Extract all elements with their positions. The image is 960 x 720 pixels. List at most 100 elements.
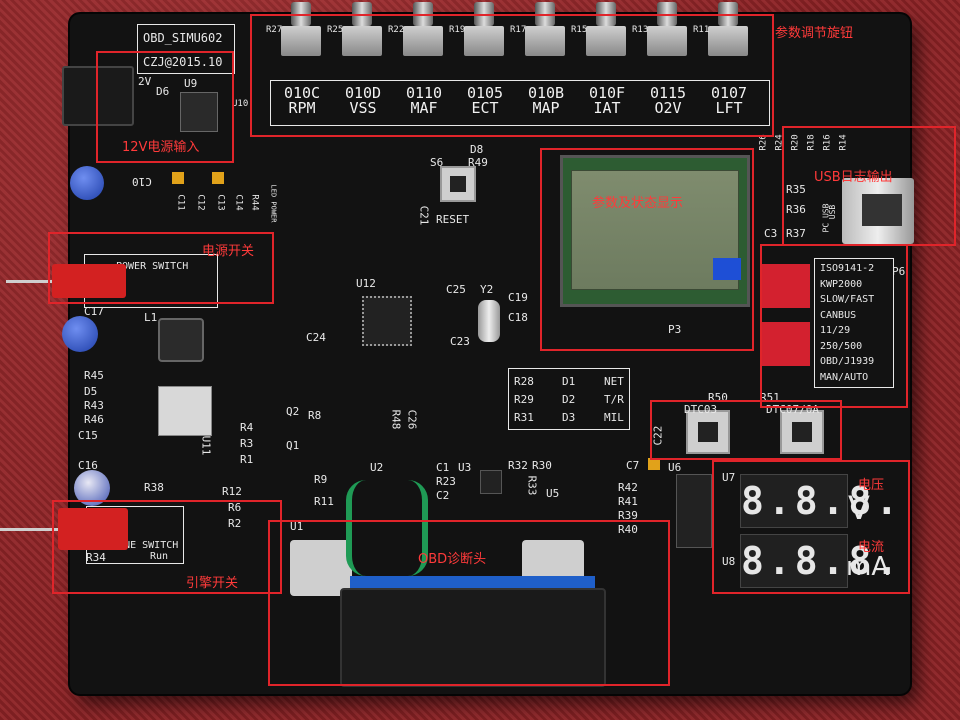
label-c14: C14 [233, 194, 244, 211]
label-c16: C16 [78, 459, 98, 472]
capacitor-c10 [70, 166, 104, 200]
dtc03-button[interactable] [686, 410, 730, 454]
status-led-diode: D3 [562, 411, 576, 424]
status-led-ref: R29 [514, 393, 534, 406]
status-led-ref: R31 [514, 411, 534, 424]
pot-param-name: LFT [715, 99, 743, 117]
pot-pid: 010F [588, 84, 626, 102]
label-r38: R38 [144, 481, 164, 494]
protocol-label: MAN/AUTO [820, 371, 869, 383]
dip-switch-bank-1[interactable] [760, 264, 810, 308]
protocol-label: SLOW/FAST [820, 294, 875, 305]
obd-wires [346, 480, 428, 576]
protocol-label: ISO9141-2 [820, 263, 875, 274]
annotation-voltage-label: 电压 [858, 478, 885, 493]
potentiometer-knob[interactable] [583, 2, 629, 62]
label-r50: R50 [708, 391, 728, 404]
pot-ref-label: R19 [449, 25, 466, 35]
label-r12: R12 [222, 485, 242, 498]
label-y2: Y2 [480, 283, 494, 296]
reset-label: RESET [436, 213, 470, 226]
label-d6: D6 [156, 85, 170, 98]
label-u7: U7 [722, 471, 736, 484]
pot-param-name: ECT [471, 99, 499, 117]
status-led-box [508, 368, 630, 430]
label-r23: R23 [436, 475, 456, 488]
label-r34: R34 [86, 551, 106, 564]
label-c19: C19 [508, 291, 528, 304]
dip-switch-bank-2[interactable] [760, 322, 810, 366]
capacitor-c17 [62, 316, 98, 352]
pot-ref-label: R25 [327, 25, 344, 35]
status-led-diode: D2 [562, 393, 576, 406]
label-u9: U9 [184, 77, 198, 90]
label-c1: C1 [436, 461, 450, 474]
ic-u6 [676, 474, 712, 548]
label-c21: C21 [417, 205, 431, 226]
label-u5: U5 [546, 487, 560, 500]
annotation-usb-label: USB日志输出 [814, 170, 893, 185]
pot-param-name: RPM [288, 99, 316, 117]
annotation-params-label: 参数调节旋钮 [775, 26, 854, 41]
reset-button[interactable] [440, 166, 476, 202]
label-r41: R41 [618, 495, 638, 508]
dtc07-button[interactable] [780, 410, 824, 454]
obd-mount-left [290, 540, 352, 596]
label-r40: R40 [618, 523, 638, 536]
regulator-u11 [158, 386, 212, 436]
pot-ref-label: R15 [571, 25, 588, 35]
pot-ref-label: R22 [388, 25, 405, 35]
voltage-unit: V [848, 489, 870, 527]
pot-label-box [270, 80, 770, 126]
pot-param-name: MAF [410, 99, 438, 117]
label-r33: R33 [525, 475, 539, 496]
label-r42: R42 [618, 481, 638, 494]
label-c24: C24 [306, 331, 326, 344]
lcd-display [560, 155, 750, 307]
engine-toggle-switch[interactable] [58, 508, 128, 550]
label-c17: C17 [84, 305, 104, 318]
label-r30: R30 [532, 459, 552, 472]
label-r46: R46 [84, 413, 104, 426]
label-u11: U11 [199, 435, 213, 456]
label-c10: C10 [132, 175, 152, 188]
label-c13: C13 [215, 194, 226, 211]
pot-param-name: VSS [349, 99, 377, 117]
annotation-obd-box [268, 520, 670, 686]
power-toggle-switch[interactable] [52, 264, 126, 298]
usb-port[interactable] [842, 178, 914, 244]
board-title-box [137, 24, 235, 74]
protocol-label: OBD/J1939 [820, 356, 875, 367]
obd-blue-latch [350, 576, 595, 590]
inductor-l1 [158, 318, 204, 362]
label-c26: C26 [405, 409, 419, 430]
label-q1: Q1 [286, 439, 300, 452]
label-r49: R49 [468, 156, 488, 169]
label-r45: R45 [84, 369, 104, 382]
label-c18: C18 [508, 311, 528, 324]
protocol-label: 250/500 [820, 340, 863, 352]
dc-power-jack[interactable] [62, 66, 134, 126]
annotation-power-switch-label: 电源开关 [202, 244, 255, 259]
label-u2: U2 [370, 461, 384, 474]
label-s6: S6 [430, 156, 444, 169]
potentiometer-knob[interactable] [644, 2, 690, 62]
annotation-engine-box [52, 500, 282, 594]
annotation-meter-box [712, 460, 910, 594]
label-q2: Q2 [286, 405, 300, 418]
label-r4: R4 [240, 421, 254, 434]
label-2v: 2V [138, 75, 152, 88]
obd-connector[interactable] [340, 588, 606, 687]
pot-pid: 0115 [649, 84, 687, 102]
pot-pid: 0105 [466, 84, 504, 102]
annotation-dip-box [760, 244, 908, 408]
annotation-power-in-box [96, 51, 234, 163]
status-led-diode: D1 [562, 375, 576, 388]
potentiometer-knob[interactable] [461, 2, 507, 62]
pot-pid: 0110 [405, 84, 443, 102]
label-r44: R44 [249, 194, 260, 211]
label-u3: U3 [458, 461, 472, 474]
label-r9: R9 [314, 473, 328, 486]
